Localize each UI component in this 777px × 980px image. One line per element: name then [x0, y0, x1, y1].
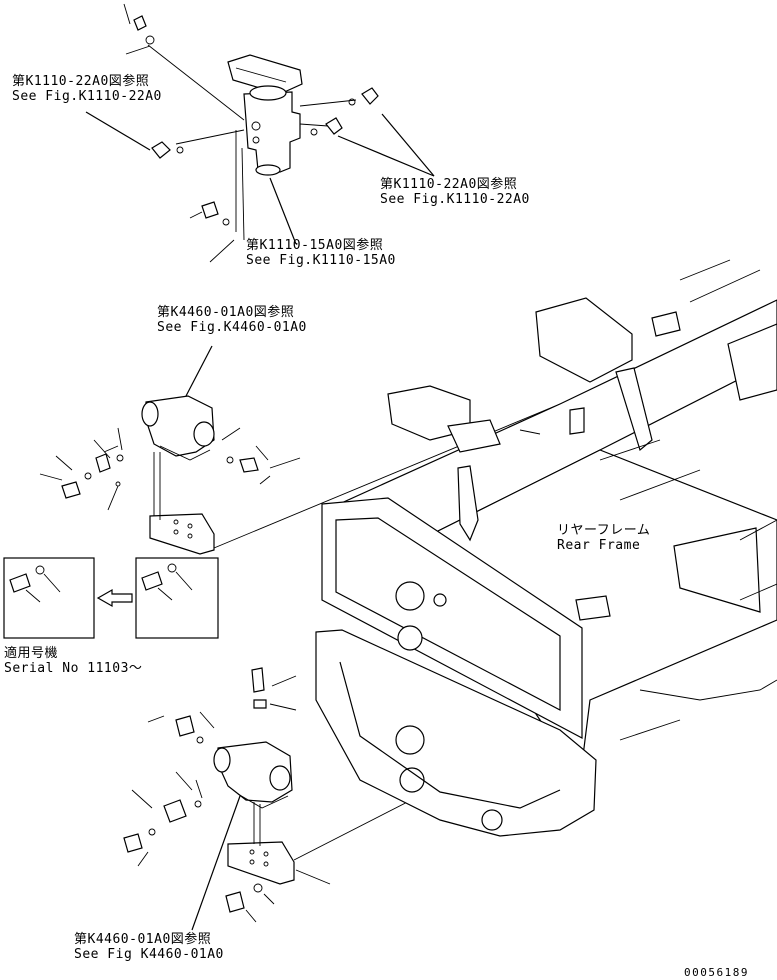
rear-frame-label: リヤーフレーム Rear Frame — [557, 523, 650, 553]
callout-en: See Fig.K1110-15A0 — [246, 253, 396, 268]
callout-valve-bottom: 第K1110-15A0図参照 See Fig.K1110-15A0 — [246, 238, 396, 268]
serial-en: Serial No 11103～ — [4, 661, 143, 676]
callout-ja: 第K1110-22A0図参照 — [12, 74, 150, 89]
callout-block-lower: 第K4460-01A0図参照 See Fig K4460-01A0 — [74, 932, 224, 962]
callout-en: See Fig.K4460-01A0 — [157, 320, 307, 335]
arrow-icon — [96, 588, 133, 608]
callout-ja: 第K4460-01A0図参照 — [74, 932, 212, 947]
brake-valve-assembly — [85, 3, 435, 263]
callout-en: See Fig.K1110-22A0 — [12, 89, 162, 104]
rear-frame — [315, 259, 777, 837]
rear-frame-en: Rear Frame — [557, 538, 641, 553]
callout-en: See Fig.K1110-22A0 — [380, 192, 530, 207]
valve-block-upper — [39, 345, 561, 555]
callout-block-upper: 第K4460-01A0図参照 See Fig.K4460-01A0 — [157, 305, 307, 335]
callout-valve-left: 第K1110-22A0図参照 See Fig.K1110-22A0 — [12, 74, 162, 104]
serial-label: 適用号機 Serial No 11103～ — [4, 646, 142, 676]
callout-en: See Fig K4460-01A0 — [74, 947, 224, 962]
callout-ja: 第K1110-15A0図参照 — [246, 238, 384, 253]
detail-box-old — [3, 557, 95, 639]
detail-box-new — [135, 557, 219, 639]
serial-ja: 適用号機 — [4, 646, 59, 661]
callout-valve-right: 第K1110-22A0図参照 See Fig.K1110-22A0 — [380, 177, 530, 207]
drawing-number: 00056189 — [684, 966, 749, 979]
rear-frame-ja: リヤーフレーム — [557, 523, 651, 538]
callout-ja: 第K1110-22A0図参照 — [380, 177, 518, 192]
callout-ja: 第K4460-01A0図参照 — [157, 305, 295, 320]
